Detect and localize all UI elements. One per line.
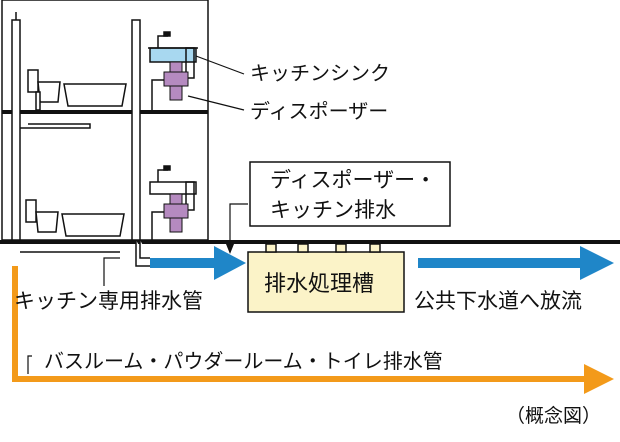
- flow-arrow-to-sewer: [418, 246, 614, 280]
- ground-line: [0, 240, 620, 244]
- kitchen-stack: [131, 19, 150, 267]
- disposer-upper-icon: [151, 61, 189, 110]
- upper-floor-slab: [2, 110, 208, 114]
- bathtub-lower-icon: [61, 213, 125, 237]
- label-callout-line2: キッチン排水: [270, 198, 396, 222]
- label-kitchen-drain-pipe: キッチン専用排水管: [14, 289, 203, 313]
- label-treatment-tank: 排水処理槽: [264, 272, 375, 297]
- toilet-lower-icon: [25, 199, 59, 233]
- disposer-lower-icon: [151, 193, 189, 240]
- label-callout-line1: ディスポーザー・: [270, 168, 437, 192]
- leader-lines: [27, 55, 248, 374]
- disposer-kitchen-drain-callout: [249, 161, 451, 227]
- treatment-tank: [247, 243, 405, 313]
- label-bath-toilet-pipe: バスルーム・パウダールーム・トイレ排水管: [44, 349, 443, 373]
- bath-toilet-pipe-arrow: [12, 266, 614, 394]
- label-disposer: ディスポーザー: [250, 99, 389, 123]
- leader-arrowhead: [226, 244, 234, 254]
- bath-toilet-stack: [11, 12, 120, 253]
- bathtub-upper-icon: [63, 83, 127, 107]
- label-kitchen-sink: キッチンシンク: [250, 61, 390, 85]
- label-public-sewer: 公共下水道へ放流: [414, 289, 582, 313]
- kitchen-sink-upper-icon: [148, 31, 198, 79]
- label-concept-note: （概念図）: [506, 405, 602, 427]
- flow-arrow-to-tank: [150, 246, 246, 280]
- toilet-upper-icon: [27, 69, 61, 111]
